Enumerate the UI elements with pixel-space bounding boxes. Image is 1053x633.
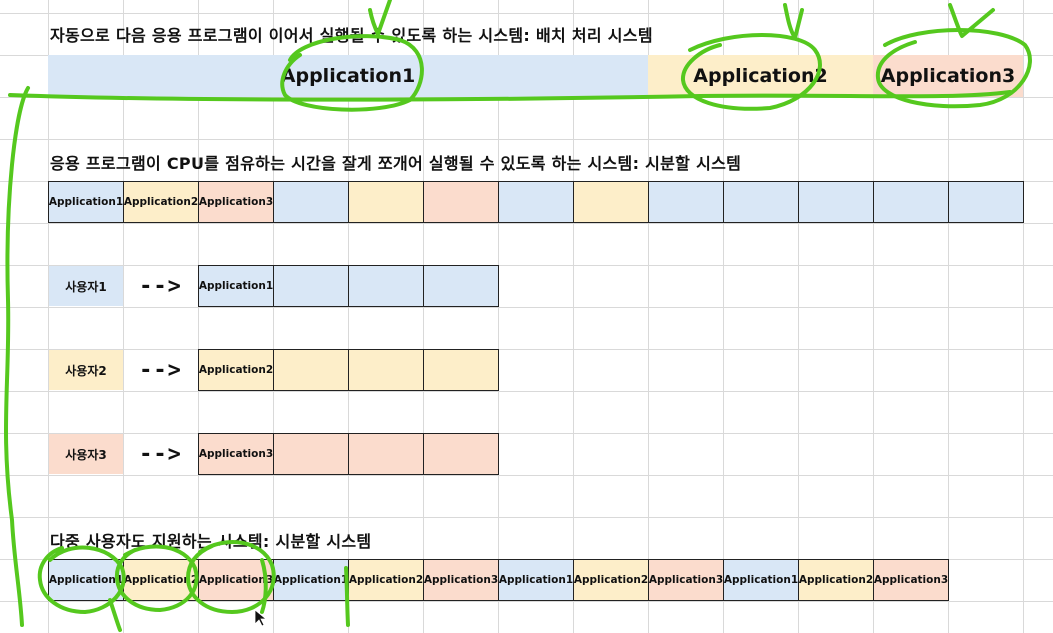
user1-row: Application1 bbox=[198, 265, 499, 307]
multiuser-cell[interactable]: Application1 bbox=[48, 559, 124, 601]
user1-slot[interactable] bbox=[348, 265, 424, 307]
timeshare-cell[interactable] bbox=[873, 181, 949, 223]
multiuser-cell[interactable]: Application2 bbox=[573, 559, 649, 601]
multiuser-app-label: Application3 bbox=[873, 574, 949, 586]
timeshare-cell[interactable] bbox=[273, 181, 349, 223]
timeshare-cell[interactable] bbox=[723, 181, 799, 223]
multiuser-app-label: Application1 bbox=[48, 574, 124, 586]
batch-row: Application1 Application2 Application3 bbox=[48, 55, 1023, 97]
user3-slot[interactable] bbox=[348, 433, 424, 475]
multiuser-app-label: Application2 bbox=[573, 574, 649, 586]
timeshare-cell[interactable] bbox=[648, 181, 724, 223]
multiuser-cell[interactable]: Application3 bbox=[648, 559, 724, 601]
timeshare-cell[interactable] bbox=[798, 181, 874, 223]
multiuser-cell[interactable]: Application1 bbox=[498, 559, 574, 601]
multiuser-cell[interactable]: Application3 bbox=[873, 559, 949, 601]
multiuser-app-label: Application2 bbox=[348, 574, 424, 586]
user2-app-label: Application2 bbox=[198, 364, 274, 376]
timeshare-app-label: Application2 bbox=[123, 196, 199, 208]
user2-label[interactable]: 사용자2 bbox=[49, 350, 123, 390]
multiuser-cell[interactable]: Application2 bbox=[348, 559, 424, 601]
multiuser-app-label: Application1 bbox=[498, 574, 574, 586]
multiuser-app-label: Application3 bbox=[423, 574, 499, 586]
annotation-tail-m1 bbox=[108, 598, 122, 632]
multiuser-cell[interactable]: Application1 bbox=[273, 559, 349, 601]
user3-app-cell[interactable]: Application3 bbox=[198, 433, 274, 475]
user3-slot[interactable] bbox=[273, 433, 349, 475]
timeshare-cell[interactable]: Application3 bbox=[198, 181, 274, 223]
timeshare-cell[interactable] bbox=[948, 181, 1024, 223]
timeshare-cell[interactable] bbox=[348, 181, 424, 223]
timeshare-cell[interactable] bbox=[423, 181, 499, 223]
timeshare-title: 응용 프로그램이 CPU를 점유하는 시간을 잘게 쪼개어 실행될 수 있도록 … bbox=[50, 154, 742, 173]
user3-slot[interactable] bbox=[423, 433, 499, 475]
user1-label[interactable]: 사용자1 bbox=[49, 266, 123, 306]
multiuser-cell[interactable]: Application3 bbox=[423, 559, 499, 601]
annotation-tick-app3 bbox=[948, 3, 995, 38]
timeshare-cell[interactable]: Application2 bbox=[123, 181, 199, 223]
user2-row: Application2 bbox=[198, 349, 499, 391]
user1-app-cell[interactable]: Application1 bbox=[198, 265, 274, 307]
multiuser-app-label: Application3 bbox=[198, 574, 274, 586]
user3-label[interactable]: 사용자3 bbox=[49, 434, 123, 474]
multiuser-title: 다중 사용자도 지원하는 시스템: 시분할 시스템 bbox=[50, 532, 372, 551]
user2-slot[interactable] bbox=[348, 349, 424, 391]
user1-app-label: Application1 bbox=[198, 280, 274, 292]
user2-slot[interactable] bbox=[423, 349, 499, 391]
user3-app-label: Application3 bbox=[198, 448, 274, 460]
batch-app3-cell[interactable]: Application3 bbox=[873, 55, 1023, 97]
user2-arrow: --> bbox=[139, 357, 182, 383]
user1-slot[interactable] bbox=[423, 265, 499, 307]
multiuser-app-label: Application1 bbox=[273, 574, 349, 586]
batch-app3-label: Application3 bbox=[880, 65, 1016, 87]
batch-app1-cell[interactable]: Application1 bbox=[48, 55, 648, 97]
user3-row: Application3 bbox=[198, 433, 499, 475]
multiuser-cell[interactable]: Application3 bbox=[198, 559, 274, 601]
timeshare-cell[interactable] bbox=[573, 181, 649, 223]
user3-arrow: --> bbox=[139, 441, 182, 467]
multiuser-cell[interactable]: Application2 bbox=[123, 559, 199, 601]
batch-app1-label: Application1 bbox=[280, 65, 416, 87]
mouse-pointer-icon bbox=[254, 609, 268, 627]
timeshare-app-label: Application3 bbox=[198, 196, 274, 208]
batch-app2-cell[interactable]: Application2 bbox=[648, 55, 873, 97]
user2-slot[interactable] bbox=[273, 349, 349, 391]
annotation-left-bracket bbox=[3, 86, 30, 627]
annotation-tick-app2 bbox=[783, 3, 804, 40]
multiuser-app-label: Application2 bbox=[798, 574, 874, 586]
multiuser-app-label: Application2 bbox=[123, 574, 199, 586]
multiuser-app-label: Application1 bbox=[723, 574, 799, 586]
multiuser-cell[interactable]: Application2 bbox=[798, 559, 874, 601]
timeshare-cell[interactable]: Application1 bbox=[48, 181, 124, 223]
user1-slot[interactable] bbox=[273, 265, 349, 307]
batch-title: 자동으로 다음 응용 프로그램이 이어서 실행될 수 있도록 하는 시스템: 배… bbox=[50, 26, 653, 45]
user1-arrow: --> bbox=[139, 273, 182, 299]
user2-app-cell[interactable]: Application2 bbox=[198, 349, 274, 391]
timeshare-cell[interactable] bbox=[498, 181, 574, 223]
multiuser-cell[interactable]: Application1 bbox=[723, 559, 799, 601]
multiuser-app-label: Application3 bbox=[648, 574, 724, 586]
batch-app2-label: Application2 bbox=[693, 65, 828, 87]
timeshare-app-label: Application1 bbox=[48, 196, 124, 208]
